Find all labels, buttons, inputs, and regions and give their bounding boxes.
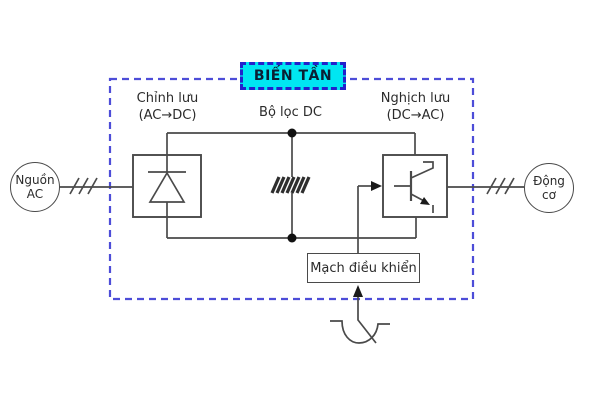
potentiometer-arc-icon bbox=[330, 320, 390, 344]
ac-source-terminal: Nguồn AC bbox=[10, 162, 60, 212]
inverter-block bbox=[382, 154, 448, 218]
setpoint-input bbox=[330, 296, 390, 344]
motor-lead bbox=[447, 177, 524, 195]
source-lead bbox=[59, 177, 133, 195]
inverter-label-line2: (DC→AC) bbox=[386, 108, 445, 123]
setpoint-arrowhead-icon bbox=[353, 285, 363, 297]
control-signal-line bbox=[357, 185, 372, 253]
control-circuit-box: Mạch điều khiển bbox=[307, 253, 420, 283]
control-arrowhead-icon bbox=[371, 181, 382, 191]
motor-line1: Động bbox=[533, 174, 565, 188]
rectifier-label: Chỉnh lưu (AC→DC) bbox=[105, 90, 230, 124]
ac-source-line1: Nguồn bbox=[15, 173, 55, 187]
rectifier-label-line2: (AC→DC) bbox=[138, 108, 197, 123]
motor-terminal: Động cơ bbox=[524, 163, 574, 213]
dc-filter-label-text: Bộ lọc DC bbox=[259, 105, 322, 120]
inverter-label: Nghịch lưu (DC→AC) bbox=[363, 90, 468, 124]
three-phase-slash-icon bbox=[69, 177, 98, 195]
three-phase-slash-icon bbox=[486, 177, 515, 195]
junction-dot bbox=[287, 128, 297, 138]
inverter-label-line1: Nghịch lưu bbox=[380, 91, 451, 106]
control-circuit-label: Mạch điều khiển bbox=[310, 260, 417, 276]
motor-line2: cơ bbox=[542, 188, 556, 202]
emitter-arrowhead-icon bbox=[420, 197, 430, 205]
diagram-title-text: BIẾN TẦN bbox=[253, 68, 333, 84]
dc-filter-label: Bộ lọc DC bbox=[248, 104, 333, 121]
transistor-icon bbox=[394, 161, 434, 213]
capacitor-hatch-icon bbox=[270, 176, 311, 194]
ac-source-line2: AC bbox=[26, 187, 44, 201]
setpoint-arrow-shaft bbox=[357, 296, 377, 344]
rectifier-label-line1: Chỉnh lưu bbox=[136, 91, 199, 106]
diagram-title: BIẾN TẦN bbox=[240, 62, 346, 90]
junction-dot bbox=[287, 233, 297, 243]
diode-icon bbox=[148, 155, 186, 217]
